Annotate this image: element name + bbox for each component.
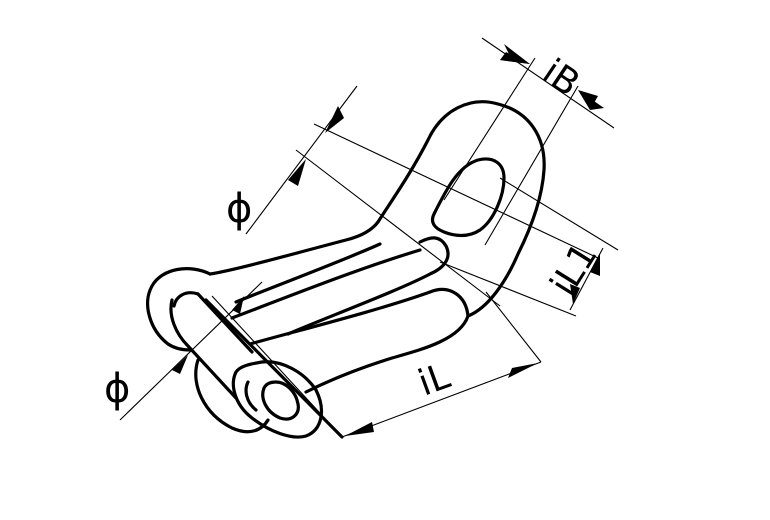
label-iL1: iL1 — [543, 236, 606, 303]
shackle-body — [146, 100, 546, 439]
dimension-labels: iB iL1 iL ϕ ϕ — [104, 51, 606, 412]
arrowheads — [172, 44, 604, 436]
label-pin-diameter: ϕ — [104, 366, 130, 412]
label-body-diameter: ϕ — [226, 186, 252, 232]
label-iB: iB — [535, 51, 587, 104]
